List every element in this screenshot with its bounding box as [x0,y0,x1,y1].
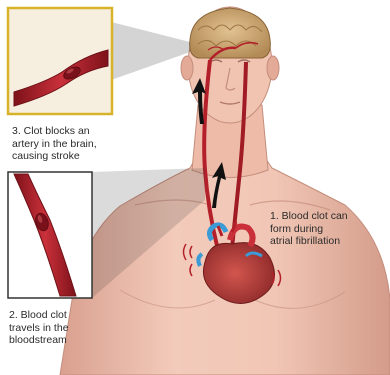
label-stroke: 3. Clot blocks an artery in the brain, c… [12,125,122,163]
callout-brain-clot [8,8,190,114]
label-atrial-fibrillation: 1. Blood clot can form during atrial fib… [270,210,388,248]
brain [190,8,271,58]
label-bloodstream: 2. Blood clot travels in the bloodstream [9,309,104,347]
